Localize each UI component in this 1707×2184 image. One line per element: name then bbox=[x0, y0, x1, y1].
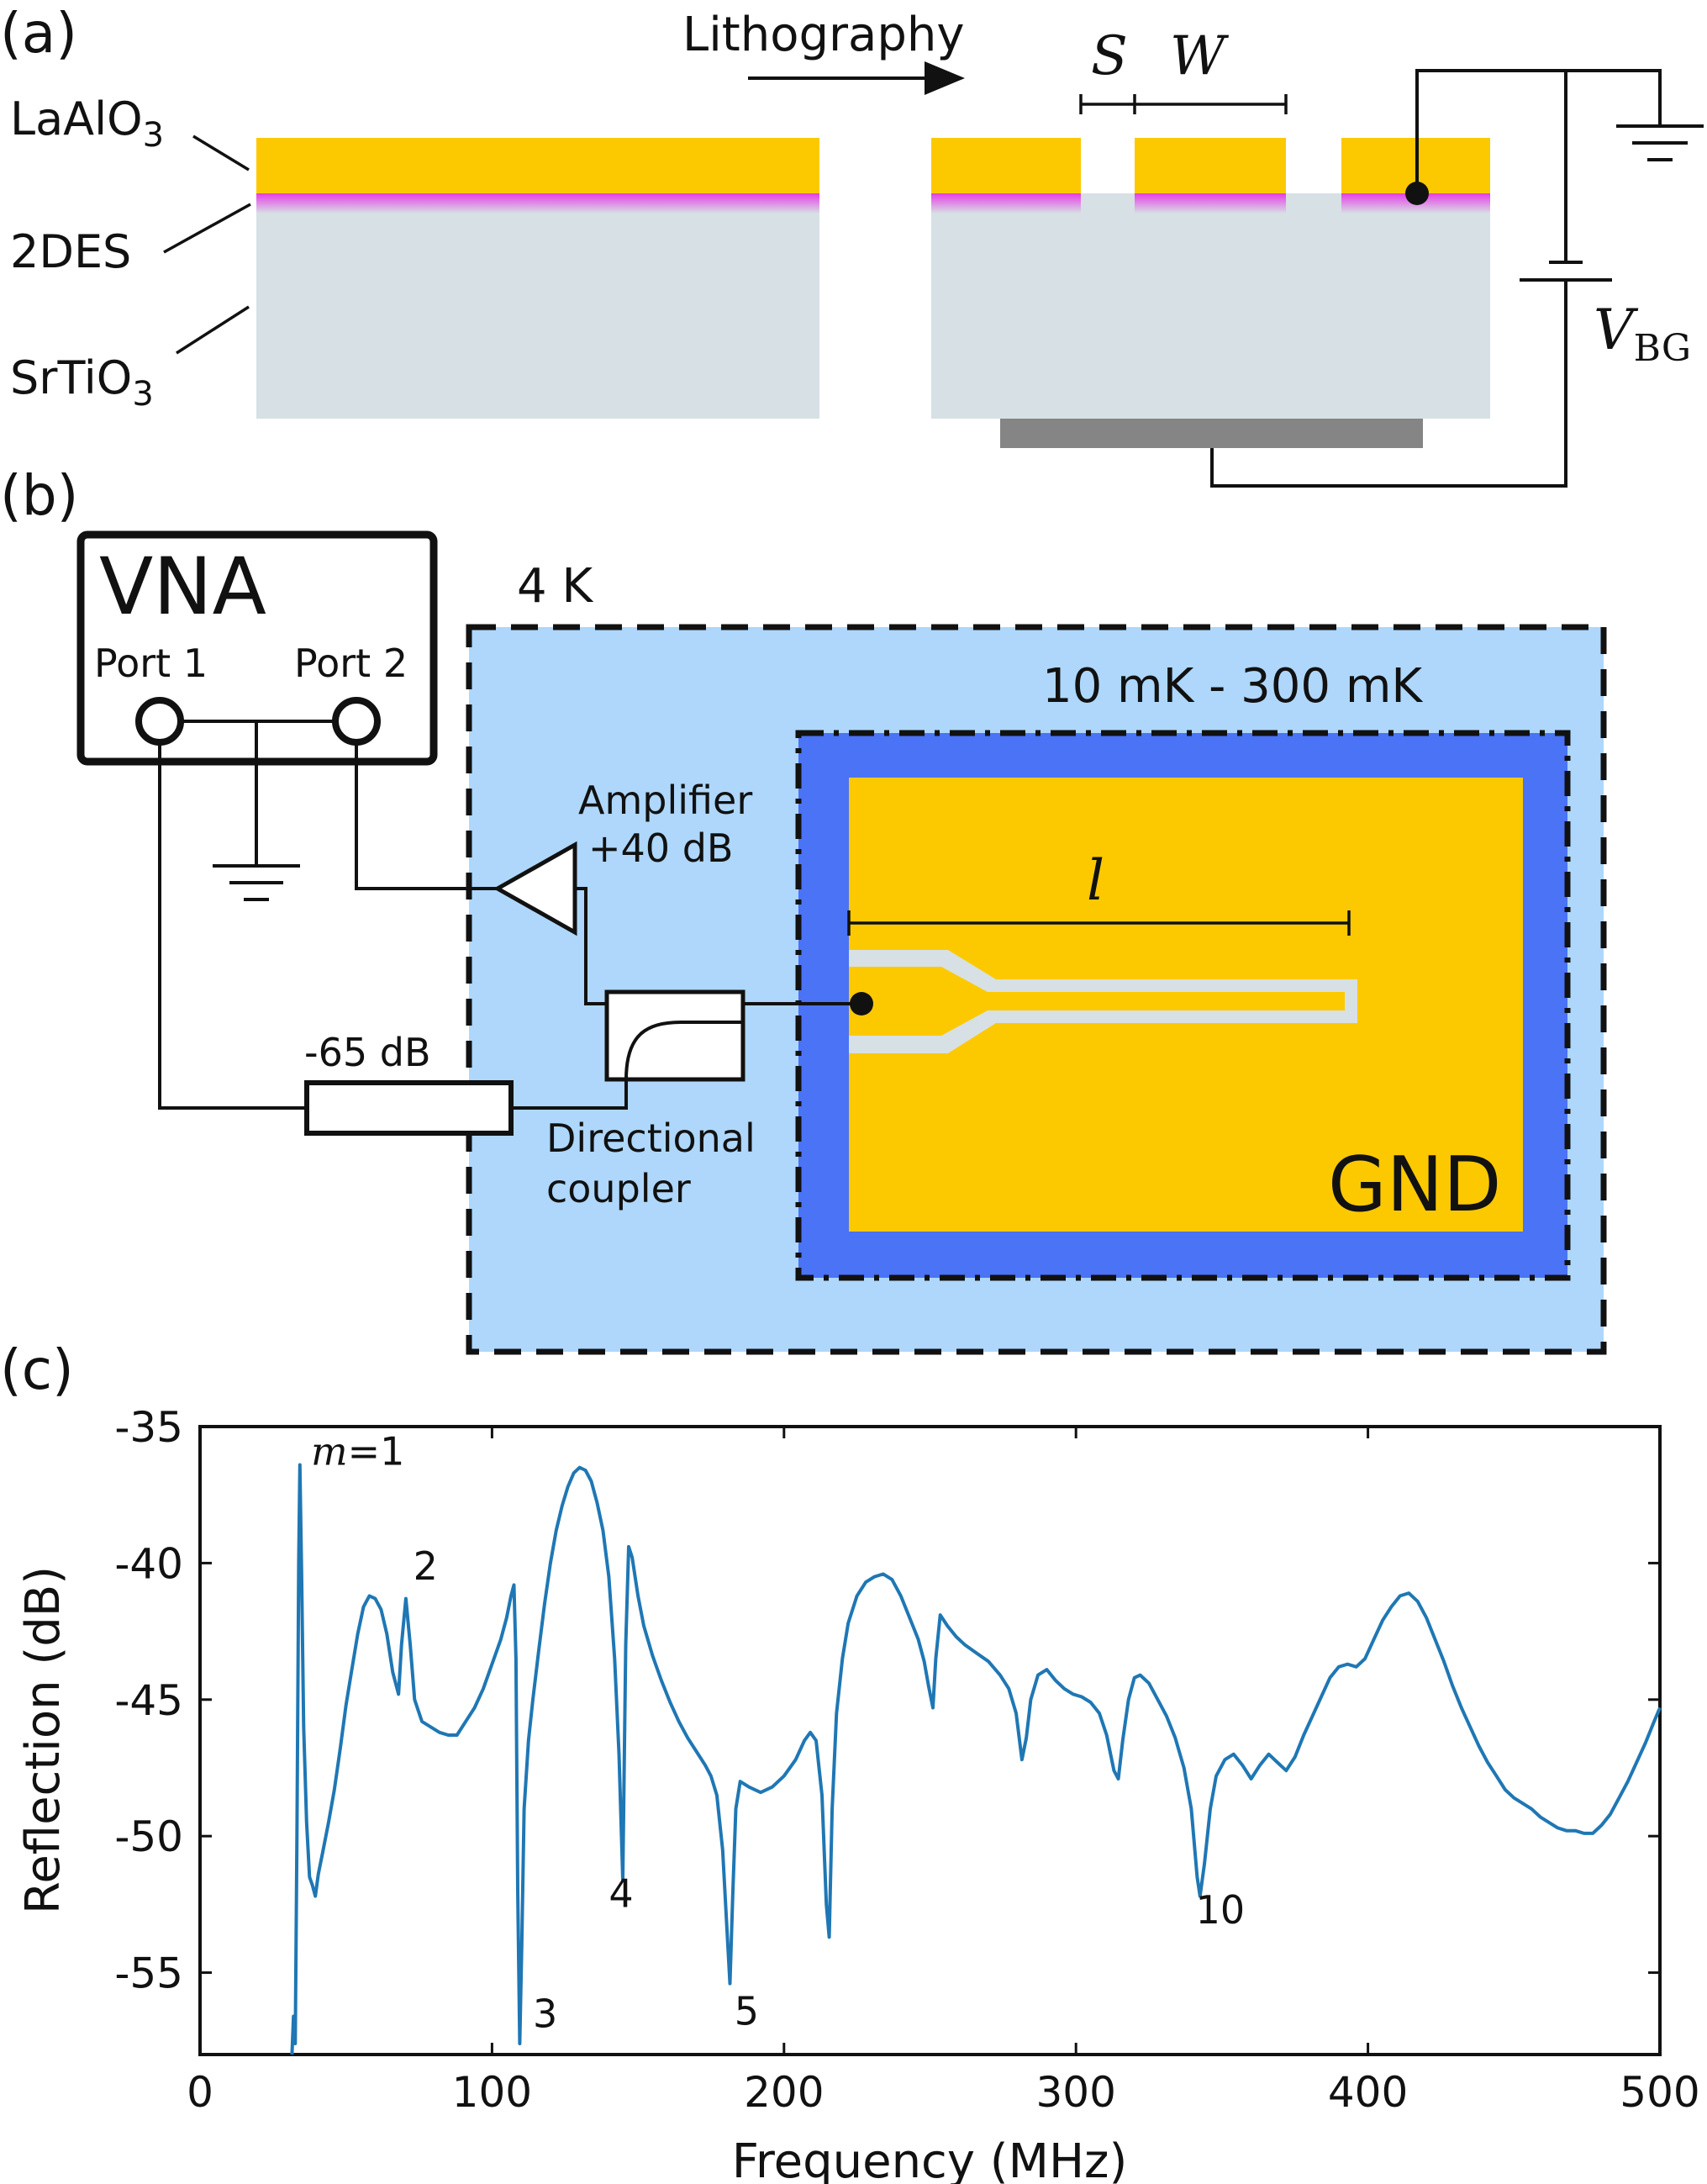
back-gate bbox=[1000, 419, 1423, 448]
mode-label: 2 bbox=[414, 1543, 438, 1589]
mode-label: 5 bbox=[735, 1988, 759, 2034]
bias-circuit bbox=[1210, 69, 1704, 488]
mode-label: 4 bbox=[609, 1871, 633, 1917]
port2-label: Port 2 bbox=[294, 641, 408, 686]
stage-mk-label: 10 mK - 300 mK bbox=[1042, 659, 1423, 714]
attenuator-label: -65 dB bbox=[304, 1030, 431, 1075]
s-w-dimension bbox=[1079, 94, 1288, 114]
twodes-pointer bbox=[163, 203, 251, 254]
mode-label: m=1 bbox=[311, 1428, 404, 1474]
laalo3-pointer bbox=[192, 135, 250, 171]
contact-dot bbox=[1405, 182, 1429, 205]
laalo3-strip-1 bbox=[931, 138, 1081, 195]
y-tick-label: -55 bbox=[114, 1949, 183, 1998]
mode-label: 10 bbox=[1196, 1887, 1246, 1933]
width-label-w: W bbox=[1170, 25, 1230, 87]
srtio3-label: SrTiO3 bbox=[10, 351, 154, 414]
port1-connector[interactable] bbox=[135, 697, 184, 746]
amplifier-gain-label: +40 dB bbox=[588, 826, 733, 871]
reflection-chart: 0 100 200 300 400 500 -35 -40 -45 -50 -55 m=1 2 3 4 5… bbox=[16, 1403, 1700, 2184]
panel-c: (c) 0 100 200 300 400 500 -35 -40 -45 -50 -55 m=1… bbox=[0, 1337, 1700, 2184]
x-tick-label: 200 bbox=[744, 2068, 824, 2117]
substrate-right bbox=[931, 193, 1490, 419]
stage-4k-label: 4 K bbox=[517, 559, 593, 614]
gap-label-s: S bbox=[1091, 25, 1128, 87]
port1-label: Port 1 bbox=[94, 641, 208, 686]
x-tick-label: 300 bbox=[1035, 2068, 1115, 2117]
panel-a-label: (a) bbox=[0, 1, 77, 66]
twodes-label: 2DES bbox=[10, 225, 131, 278]
laalo3-label: LaAlO3 bbox=[10, 92, 164, 155]
y-tick-label: -45 bbox=[114, 1676, 183, 1725]
y-ticks: -35 -40 -45 -50 -55 bbox=[114, 1403, 1660, 1998]
coupler-line bbox=[624, 1021, 743, 1080]
mode-label: 3 bbox=[533, 1991, 557, 2037]
directional-coupler bbox=[604, 989, 745, 1082]
coupler-label-line1: Directional bbox=[546, 1116, 756, 1161]
y-tick-label: -35 bbox=[114, 1403, 183, 1452]
substrate-left bbox=[256, 193, 819, 419]
y-tick-label: -50 bbox=[114, 1812, 183, 1861]
x-tick-label: 100 bbox=[452, 2068, 532, 2117]
port2-connector[interactable] bbox=[332, 697, 381, 746]
amplifier bbox=[493, 841, 577, 936]
resonator-contact-dot bbox=[850, 992, 873, 1016]
x-tick-label: 400 bbox=[1328, 2068, 1408, 2117]
panel-b-label: (b) bbox=[0, 463, 78, 528]
length-dimension bbox=[847, 910, 1351, 936]
panel-a: (a) LaAlO3 2DES SrTiO3 Lithography S W bbox=[0, 1, 1704, 488]
mode-annotations: m=1 2 3 4 5 10 bbox=[311, 1428, 1245, 2036]
x-axis-label: Frequency (MHz) bbox=[732, 2134, 1128, 2184]
coupler-label-line2: coupler bbox=[546, 1166, 691, 1211]
srtio3-pointer bbox=[176, 305, 250, 355]
laalo3-left bbox=[256, 138, 819, 195]
ground-label: GND bbox=[1328, 1141, 1501, 1229]
length-label: l bbox=[1087, 848, 1104, 913]
panel-c-label: (c) bbox=[0, 1337, 74, 1402]
twodes-strip-2 bbox=[1135, 193, 1286, 214]
panel-b: (b) 4 K 10 mK - 300 mK GND l VNA Port 1 … bbox=[0, 463, 1607, 1355]
twodes-left bbox=[256, 193, 819, 214]
twodes-strip-1 bbox=[931, 193, 1081, 214]
y-tick-label: -40 bbox=[114, 1539, 183, 1588]
gate-voltage-label: VBG bbox=[1594, 298, 1691, 370]
resonator-center-line bbox=[849, 967, 1345, 1036]
y-axis-label: Reflection (dB) bbox=[16, 1566, 71, 1914]
x-tick-label: 500 bbox=[1620, 2068, 1699, 2117]
vna-label: VNA bbox=[99, 541, 266, 633]
lithography-label: Lithography bbox=[682, 8, 965, 62]
laalo3-strip-2 bbox=[1135, 138, 1286, 195]
reflection-series-line bbox=[290, 1463, 1662, 2055]
plot-frame bbox=[198, 1425, 1662, 2056]
x-tick-label: 0 bbox=[187, 2068, 213, 2117]
amplifier-label: Amplifier bbox=[578, 778, 752, 823]
attenuator bbox=[304, 1080, 514, 1136]
x-ticks: 0 100 200 300 400 500 bbox=[187, 1427, 1700, 2117]
